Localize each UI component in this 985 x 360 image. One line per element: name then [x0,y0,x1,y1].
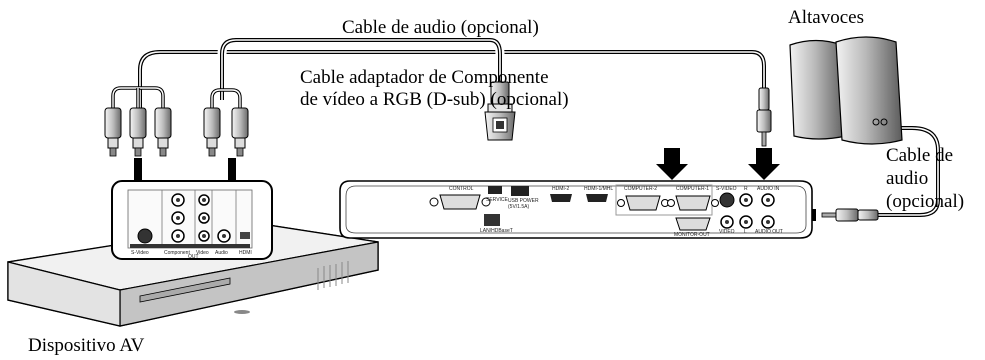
port-label-computer1: COMPUTER-1 [676,186,709,192]
port-label-usb-power: USB POWER [508,198,539,204]
port-label-monitor-out: MONITOR-OUT [674,232,710,238]
port-label-lan: LAN/HDBaseT [480,228,513,234]
device-label-component: Component [164,250,190,256]
rca-plugs-component [104,86,172,157]
device-label-svideo: S-Video [131,250,149,256]
label-av-device: Dispositivo AV [28,335,145,356]
arrow-to-audio-in-port [748,148,780,180]
port-label-audio-in: AUDIO IN [757,186,780,192]
label-audio-cable-right-line1: Cable de [886,145,954,166]
label-speakers: Altavoces [788,7,864,28]
vga-plug [484,81,516,141]
port-label-control: CONTROL [449,186,474,192]
device-label-audio: Audio [215,250,228,256]
port-label-video: VIDEO [719,229,735,235]
device-label-out: OUT [188,254,199,260]
component-adapter-cable [217,35,505,100]
port-label-service: SERVICE [486,197,509,203]
label-component-adapter-cable-line1: Cable adaptador de Componente [300,67,549,88]
audio-cable-top [138,50,766,108]
port-label-audio-l: L [744,229,747,235]
port-label-usb-power-rating: (5V/1.5A) [508,204,529,210]
device-label-video: Video [196,250,209,256]
minijack-plug-right [821,208,879,222]
arrow-to-computer-port [656,148,688,180]
port-label-hdmi2: HDMI-2 [552,186,569,192]
port-label-audio-out: AUDIO OUT [755,229,783,235]
av-device-rear-panel [111,180,273,260]
minijack-plug-top [756,87,772,147]
rca-plugs-audio [203,88,249,157]
device-label-hdmi: HDMI [239,250,252,256]
label-component-adapter-cable-line2: de vídeo a RGB (D-sub) (opcional) [300,89,569,110]
av-device [7,222,379,327]
speakers [789,36,903,145]
port-label-svideo: S-VIDEO [716,186,737,192]
label-audio-cable-top: Cable de audio (opcional) [342,17,539,38]
audio-cable-right [878,126,940,217]
port-label-computer2: COMPUTER-2 [624,186,657,192]
port-label-hdmi1: HDMI-1/MHL [584,186,613,192]
projector: CONTROL SERVICE USB POWER (5V/1.5A) LAN/… [339,180,813,239]
label-audio-cable-right-line3: (opcional) [886,191,965,212]
port-label-audio-r: R [744,186,748,192]
av-device-port-labels: S-Video Component Video Audio HDMI OUT [131,250,252,260]
label-audio-cable-right-line2: audio [886,168,929,189]
